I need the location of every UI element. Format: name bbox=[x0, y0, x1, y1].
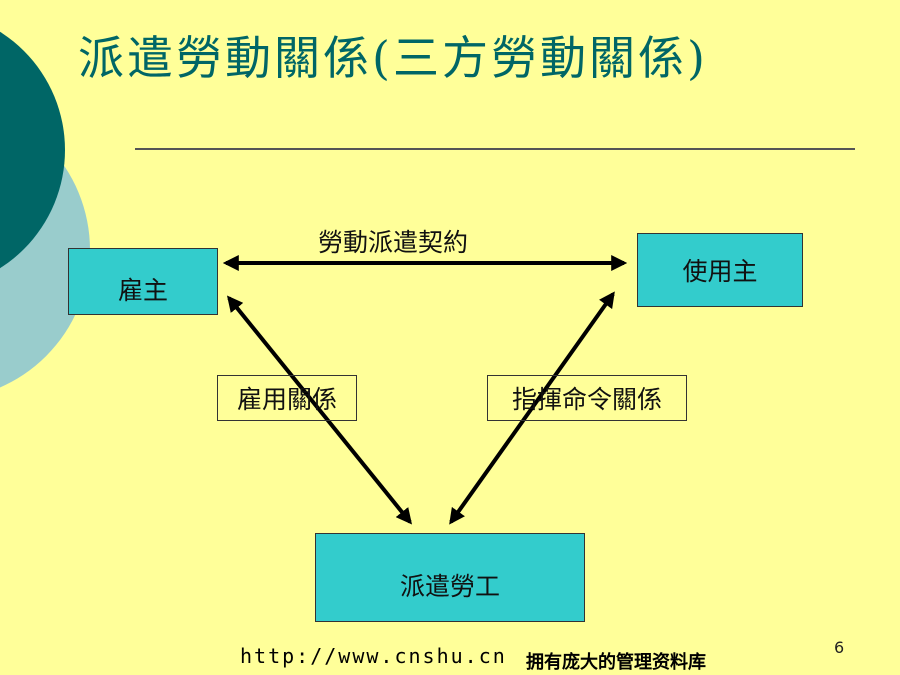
node-user-company: 使用主 bbox=[637, 233, 803, 307]
edge-label-command: 指揮命令關係 bbox=[487, 375, 687, 421]
node-worker-label: 派遣勞工 bbox=[399, 571, 500, 601]
node-worker: 派遣勞工 bbox=[315, 533, 585, 622]
title-underline bbox=[135, 148, 855, 150]
node-user-company-label: 使用主 bbox=[682, 257, 758, 286]
node-employer: 雇主 bbox=[68, 248, 218, 315]
slide-title: 派遣勞動關係(三方勞動關係) bbox=[78, 31, 708, 85]
edge-label-command-text: 指揮命令關係 bbox=[511, 385, 662, 414]
page-number: 6 bbox=[834, 638, 845, 657]
decorative-circle-dark bbox=[0, 31, 65, 269]
edge-label-employment: 雇用關係 bbox=[217, 375, 357, 421]
edge-label-dispatch-contract: 勞動派遣契約 bbox=[318, 228, 469, 257]
edge-label-employment-text: 雇用關係 bbox=[236, 385, 337, 414]
footer-url: http://www.cnshu.cn bbox=[240, 644, 507, 668]
footer-tagline: 拥有庞大的管理资料库 bbox=[526, 652, 706, 673]
node-employer-label: 雇主 bbox=[117, 275, 168, 305]
